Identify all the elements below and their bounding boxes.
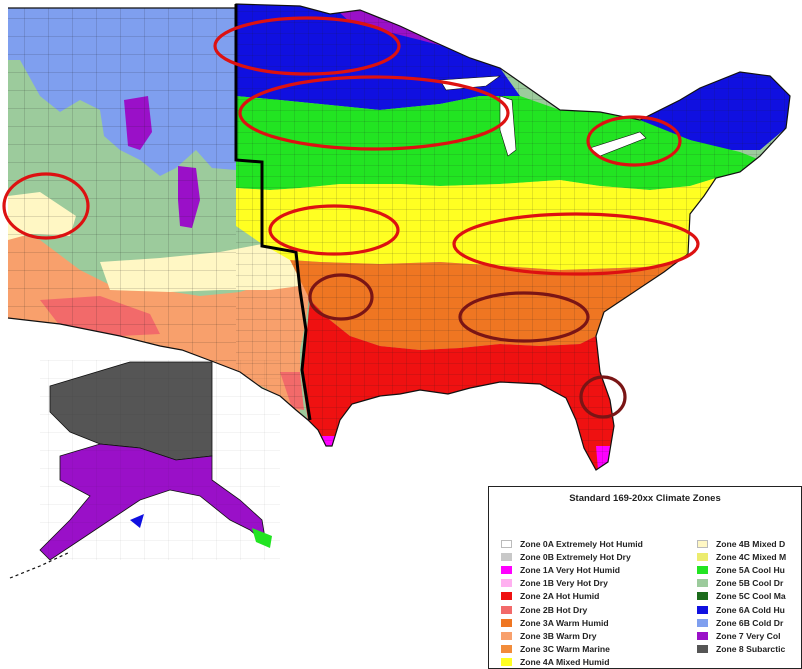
alaska-zone-5c-coast (252, 528, 272, 548)
ring-kansas (268, 204, 400, 256)
legend-item: Zone 5A Cool Hu (697, 563, 786, 576)
legend-label: Zone 5A Cool Hu (716, 564, 785, 575)
lake-superior (439, 75, 502, 91)
legend-item: Zone 5C Cool Ma (697, 590, 786, 603)
legend-swatch (501, 618, 512, 627)
legend-item: Zone 2B Hot Dry (501, 603, 643, 616)
legend-swatch (697, 631, 708, 640)
legend-swatch (501, 552, 512, 561)
legend-item: Zone 5B Cool Dr (697, 577, 786, 590)
legend-label: Zone 6A Cold Hu (716, 604, 785, 615)
legend-swatch (697, 592, 708, 601)
ring-georgia (458, 291, 590, 343)
legend-item: Zone 2A Hot Humid (501, 590, 643, 603)
ring-florida (579, 375, 627, 419)
legend-item: Zone 8 Subarctic (697, 643, 786, 656)
legend-swatch (697, 539, 708, 548)
legend-swatch (501, 631, 512, 640)
legend-label: Zone 8 Subarctic (716, 644, 786, 655)
legend-item: Zone 3B Warm Dry (501, 629, 643, 642)
legend-label: Zone 7 Very Col (716, 630, 781, 641)
alaska-zone-6a-coast (130, 514, 144, 528)
ring-north-upper (213, 16, 401, 76)
county-grid-west (8, 4, 236, 470)
highlight-rings-dark (308, 273, 627, 419)
ring-california (2, 172, 90, 240)
legend-label: Zone 5B Cool Dr (716, 578, 784, 589)
legend-swatch (501, 592, 512, 601)
legend-label: Zone 4B Mixed D (716, 538, 786, 549)
legend-item: Zone 7 Very Col (697, 629, 786, 642)
legend-label: Zone 1B Very Hot Dry (520, 578, 608, 589)
legend-swatch (501, 605, 512, 614)
ring-kentucky (452, 212, 700, 276)
legend-item: Zone 3A Warm Humid (501, 616, 643, 629)
alaska (9, 360, 280, 579)
legend-swatch (501, 658, 512, 667)
legend-label: Zone 6B Cold Dr (716, 617, 784, 628)
legend-label: Zone 0B Extremely Hot Dry (520, 551, 631, 562)
alaska-county-grid (40, 360, 280, 560)
legend-item: Zone 0B Extremely Hot Dry (501, 550, 643, 563)
legend: Standard 169-20xx Climate Zones Zone 0A … (488, 486, 802, 669)
legend-item: Zone 6B Cold Dr (697, 616, 786, 629)
legend-swatch (697, 645, 708, 654)
legend-label: Zone 5C Cool Ma (716, 591, 786, 602)
legend-item: Zone 4A Mixed Humid (501, 656, 643, 668)
conus-outline (7, 3, 791, 471)
ring-oklahoma (308, 273, 374, 321)
climate-region-boundary (234, 4, 312, 421)
legend-label: Zone 1A Very Hot Humid (520, 564, 620, 575)
legend-swatch (501, 645, 512, 654)
legend-label: Zone 4C Mixed M (716, 551, 787, 562)
legend-label: Zone 3B Warm Dry (520, 630, 597, 641)
legend-label: Zone 3A Warm Humid (520, 617, 609, 628)
legend-item: Zone 6A Cold Hu (697, 603, 786, 616)
legend-swatch (697, 579, 708, 588)
legend-label: Zone 2A Hot Humid (520, 591, 600, 602)
legend-swatch (501, 579, 512, 588)
aleutian-islands (9, 551, 71, 579)
highlight-rings (2, 16, 700, 276)
legend-swatch (697, 565, 708, 574)
legend-column-right: Zone 4B Mixed D Zone 4C Mixed M Zone 5A Co… (697, 537, 786, 656)
legend-item: Zone 3C Warm Marine (501, 643, 643, 656)
legend-label: Zone 2B Hot Dry (520, 604, 588, 615)
legend-title: Standard 169-20xx Climate Zones (569, 493, 721, 504)
legend-swatch (501, 539, 512, 548)
ring-north-lower (238, 75, 510, 151)
legend-label: Zone 3C Warm Marine (520, 644, 610, 655)
legend-swatch (697, 552, 708, 561)
legend-swatch (501, 565, 512, 574)
ring-ohio-lakes (586, 115, 682, 167)
legend-swatch (697, 618, 708, 627)
legend-item: Zone 4B Mixed D (697, 537, 786, 550)
legend-item: Zone 1B Very Hot Dry (501, 577, 643, 590)
legend-item: Zone 1A Very Hot Humid (501, 563, 643, 576)
legend-label: Zone 0A Extremely Hot Humid (520, 538, 643, 549)
legend-item: Zone 4C Mixed M (697, 550, 786, 563)
legend-item: Zone 0A Extremely Hot Humid (501, 537, 643, 550)
legend-swatch (697, 605, 708, 614)
legend-label: Zone 4A Mixed Humid (520, 657, 610, 668)
